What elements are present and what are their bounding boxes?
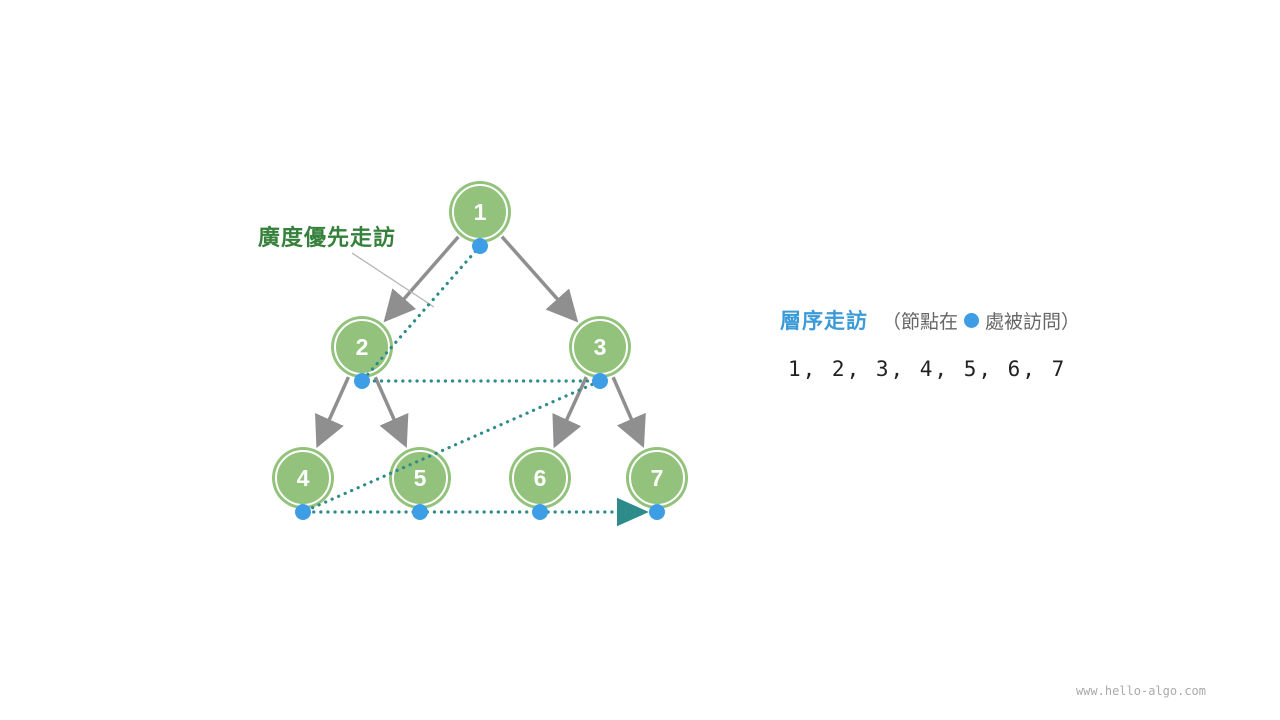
visit-dot	[649, 504, 665, 520]
tree-edge	[373, 376, 409, 449]
visit-dot-icon	[964, 312, 980, 328]
tree-edge	[383, 235, 460, 323]
legend-title: 層序走訪	[780, 310, 868, 333]
tree-edge	[611, 376, 646, 448]
bfs-label: 廣度優先走訪	[258, 225, 397, 250]
tree-node: 6	[509, 447, 571, 509]
tree-node: 7	[626, 447, 688, 509]
tree-node: 5	[389, 447, 451, 509]
node-value: 6	[534, 465, 547, 491]
node-value: 4	[297, 465, 310, 491]
node-value: 5	[414, 465, 427, 491]
visit-sequence: 1, 2, 3, 4, 5, 6, 7	[788, 357, 1067, 381]
legend-note-suffix: 處被訪問）	[985, 311, 1081, 333]
tree-node: 1	[449, 181, 511, 243]
visit-dot	[472, 238, 488, 254]
legend-note: （節點在 處被訪問）	[882, 307, 1080, 334]
visit-dot	[354, 373, 370, 389]
legend: 層序走訪 （節點在 處被訪問） 1, 2, 3, 4, 5, 6, 7	[780, 305, 1080, 381]
tree-node: 4	[272, 447, 334, 509]
tree-node: 3	[569, 316, 631, 378]
tree-edge	[500, 235, 579, 323]
node-value: 7	[651, 465, 664, 491]
visit-dot	[532, 504, 548, 520]
node-value: 3	[594, 334, 607, 360]
visit-dot	[592, 373, 608, 389]
visit-dot	[412, 504, 428, 520]
tree-edge	[552, 376, 588, 449]
label-pointer-line	[351, 252, 435, 308]
tree-edge	[315, 376, 351, 449]
visit-dot	[295, 504, 311, 520]
node-value: 1	[474, 199, 487, 225]
watermark: www.hello-algo.com	[1075, 684, 1206, 698]
tree-node: 2	[331, 316, 393, 378]
legend-note-prefix: （節點在	[882, 311, 959, 333]
node-value: 2	[356, 334, 369, 360]
